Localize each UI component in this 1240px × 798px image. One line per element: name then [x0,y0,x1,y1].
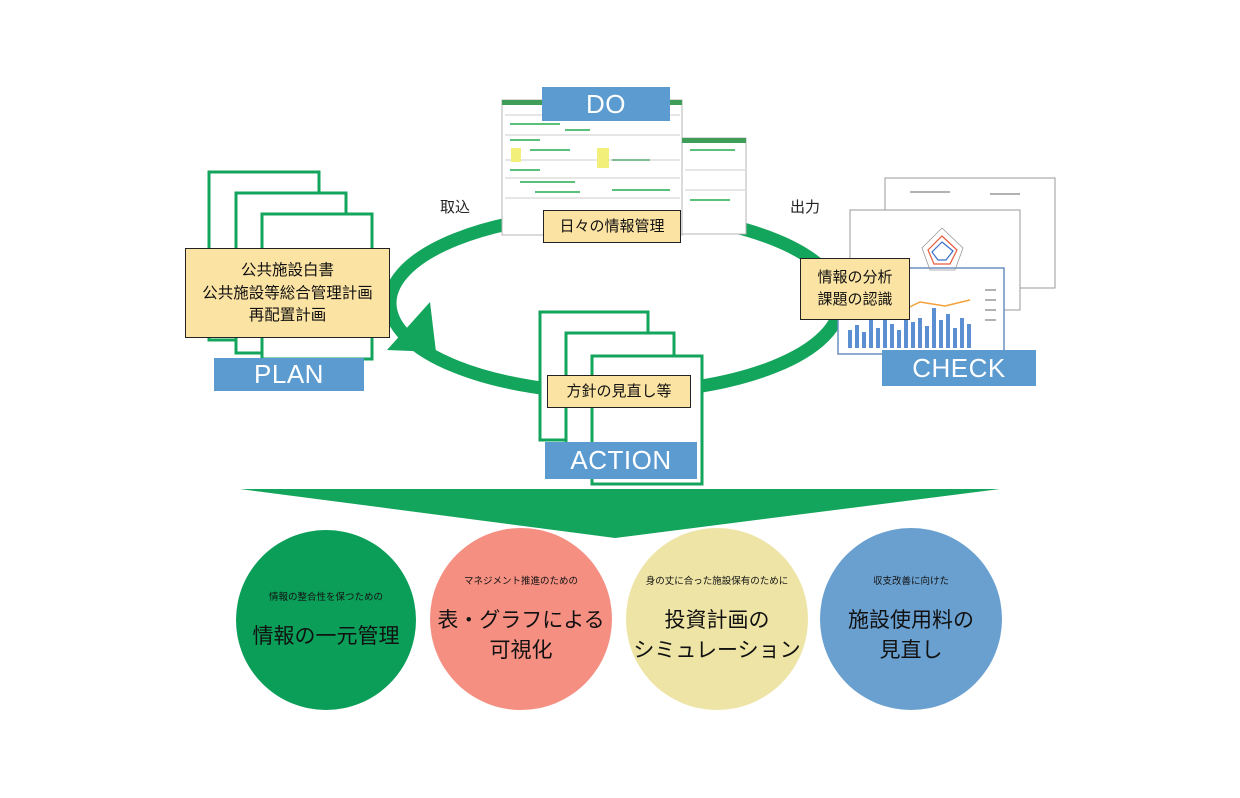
check-line: 課題の認識 [817,290,893,308]
output-label: 出力 [790,198,821,216]
plan-line: 再配置計画 [248,306,327,325]
do-box: 日々の情報管理 [543,210,681,243]
label-plan: PLAN [214,358,364,391]
circle-title: 見直し [879,638,943,662]
check-line: 情報の分析 [817,268,893,287]
circle-visualization: マネジメント推進のための 表・グラフによる 可視化 [430,528,612,710]
check-box: 情報の分析 課題の認識 [800,258,910,320]
circle-title: 施設使用料の [848,607,974,632]
circle-title: 情報の一元管理 [252,623,400,648]
do-box-text: 日々の情報管理 [559,216,665,235]
label-action: ACTION [545,442,697,479]
plan-line: 公共施設白書 [240,261,334,280]
import-label: 取込 [440,198,471,216]
plan-box: 公共施設白書 公共施設等総合管理計画 再配置計画 [185,248,390,338]
circle-unified-management: 情報の整合性を保つための 情報の一元管理 [236,530,416,710]
circle-title: 可視化 [489,638,553,662]
label-do: DO [542,87,670,121]
check-report-pages [837,177,1056,355]
action-box: 方針の見直し等 [547,375,691,408]
circle-subtitle: 収支改善に向けた [872,575,949,587]
action-box-text: 方針の見直し等 [566,381,672,400]
circle-title: 表・グラフによる [437,607,605,632]
circle-fee-review: 収支改善に向けた 施設使用料の 見直し [820,528,1002,710]
plan-line: 公共施設等総合管理計画 [202,283,373,302]
cycle-arrowhead-icon [387,302,436,352]
circle-simulation: 身の丈に合った施設保有のために 投資計画の シミュレーション [626,528,808,710]
circle-title: 投資計画の [664,607,770,632]
circle-title: シミュレーション [633,638,801,662]
circle-subtitle: 情報の整合性を保つための [268,591,383,603]
label-check: CHECK [882,350,1036,386]
circle-subtitle: 身の丈に合った施設保有のために [645,575,789,587]
funnel-arrow [240,489,1000,538]
circle-subtitle: マネジメント推進のための [463,575,578,587]
